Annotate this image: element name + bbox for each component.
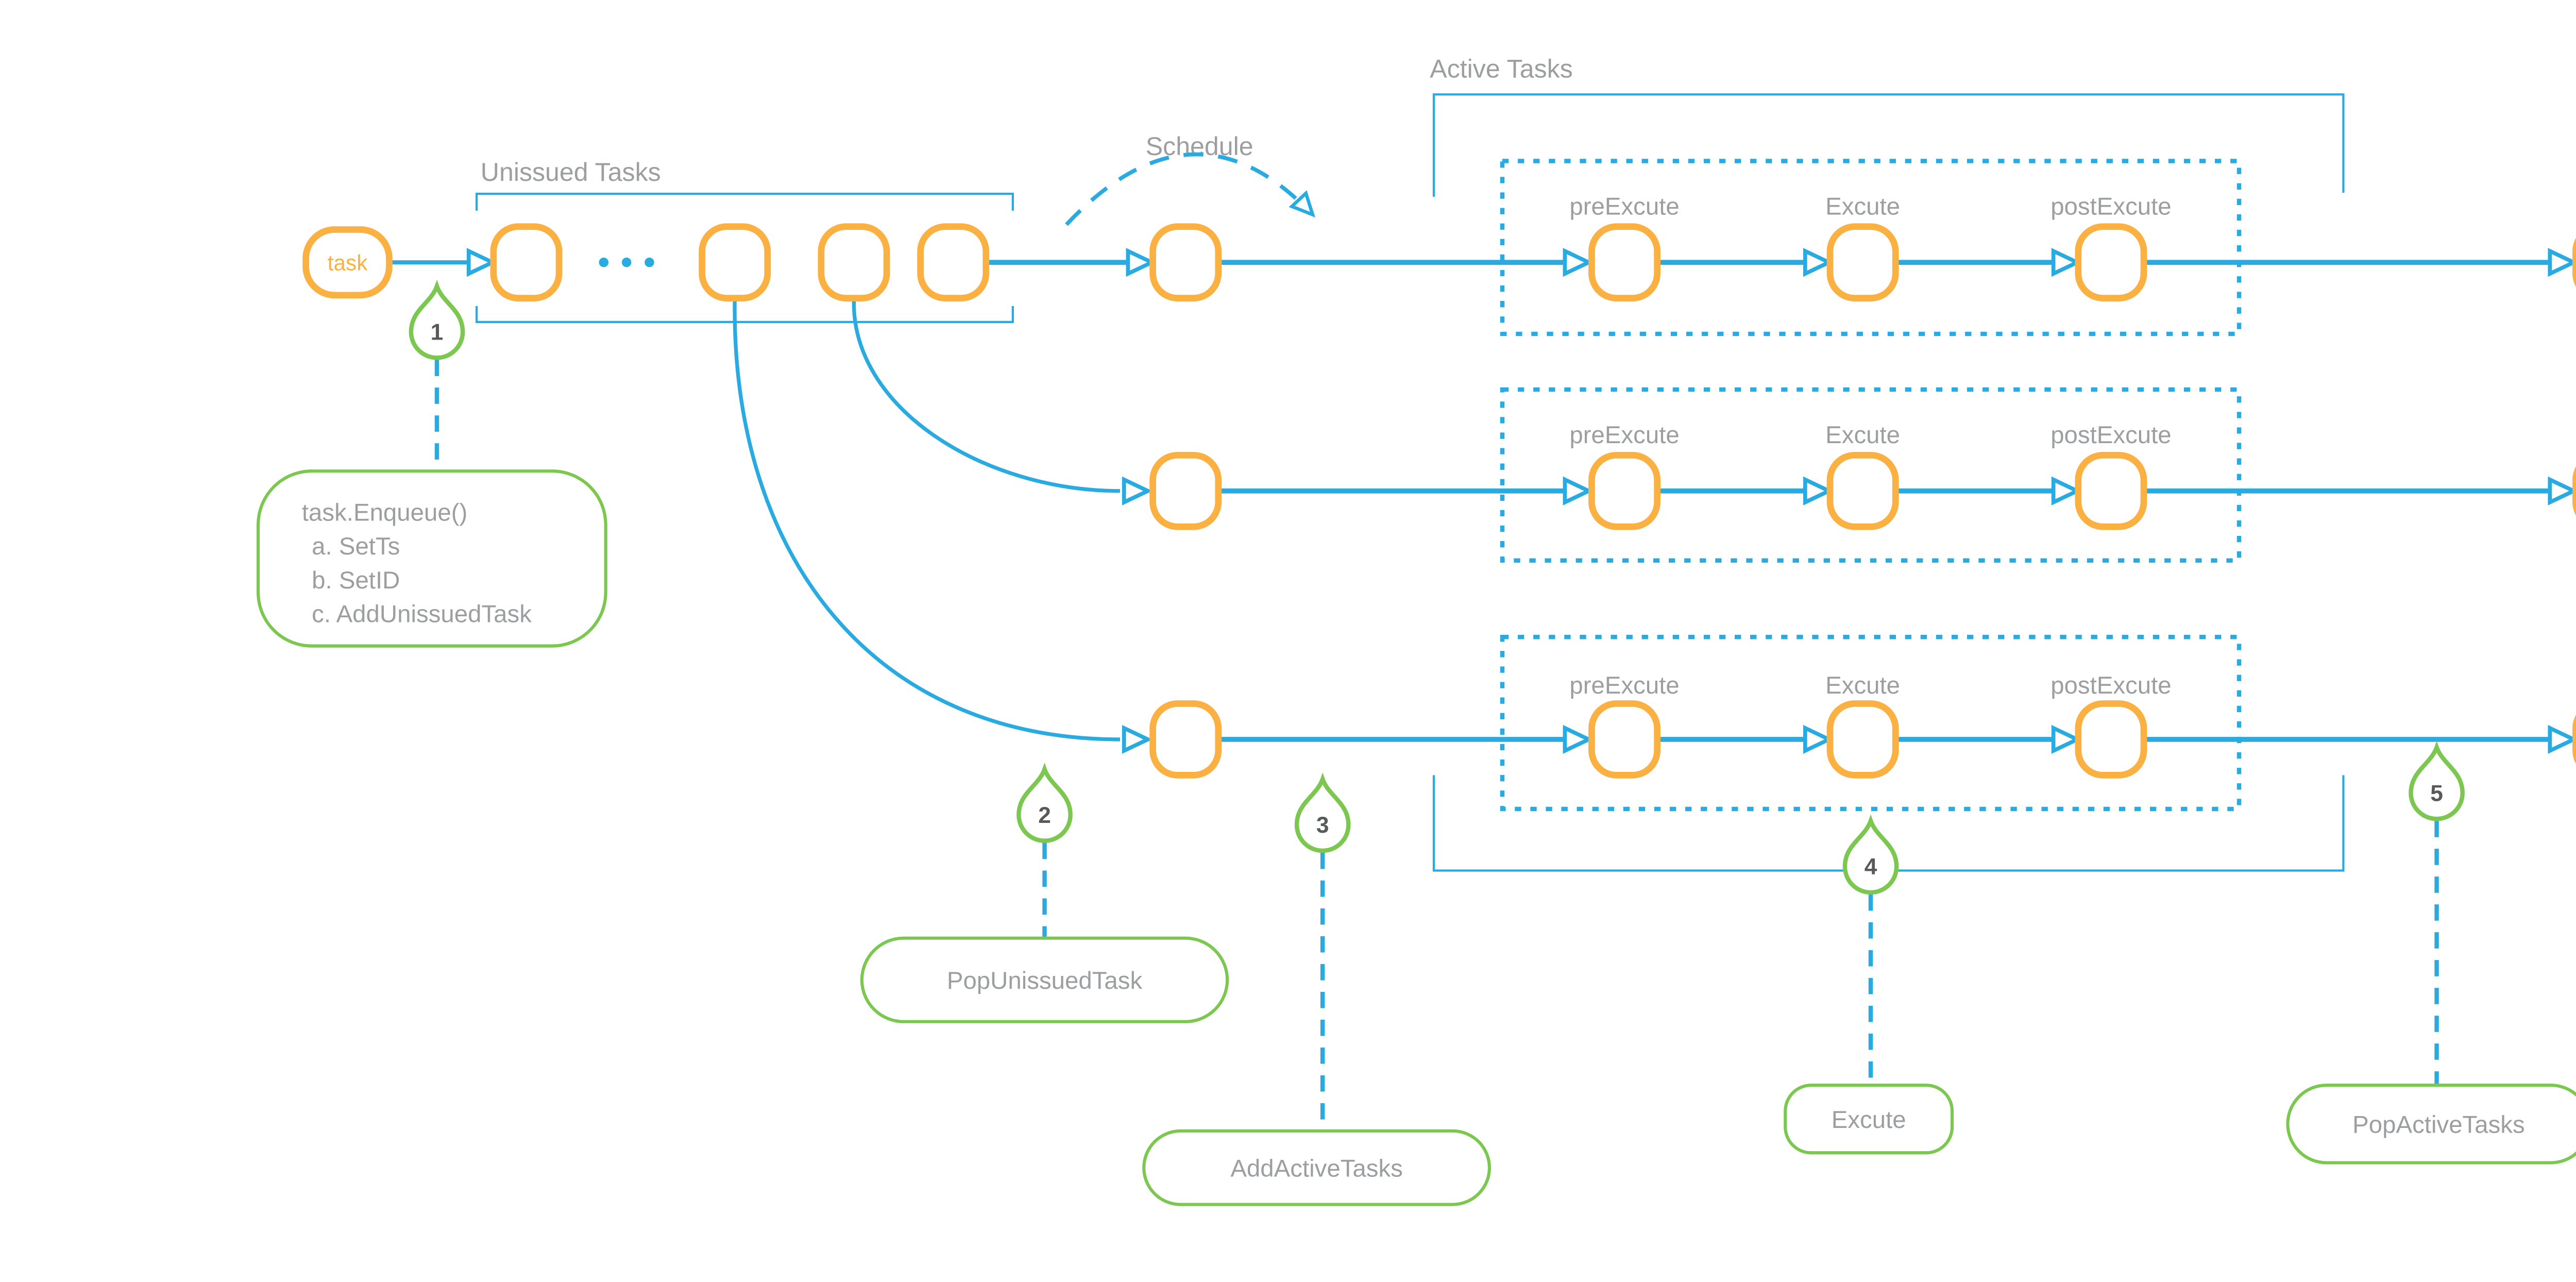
callout-add-active-tasks: AddActiveTasks xyxy=(1142,1129,1492,1206)
arrowhead xyxy=(2051,476,2082,505)
marker-1-number: 1 xyxy=(431,320,444,345)
marker-2-droplet: 2 xyxy=(1016,763,1073,843)
post-execute-node-row3 xyxy=(2075,700,2147,779)
arrowhead xyxy=(2051,724,2082,754)
arrowhead xyxy=(2548,724,2576,754)
schedule-node-row3 xyxy=(1149,700,1222,779)
arrowhead xyxy=(1563,724,1594,754)
callout-pop-active-tasks-label: PopActiveTasks xyxy=(2352,1111,2525,1139)
arrowhead xyxy=(1803,724,1834,754)
execute-node-row1 xyxy=(1826,223,1899,301)
arrowhead xyxy=(2548,476,2576,505)
pre-execute-node-row3 xyxy=(1588,700,1661,779)
curve-queue-to-schedule-row3 xyxy=(733,298,1120,741)
callout-execute: Excute xyxy=(1784,1084,1954,1155)
unissued-tasks-bracket-top xyxy=(475,192,1014,211)
marker-4-droplet: 4 xyxy=(1842,814,1899,895)
callout-pop-active-tasks: PopActiveTasks xyxy=(2286,1084,2576,1165)
queue-node-3 xyxy=(818,223,890,301)
queue-node-2 xyxy=(699,223,771,301)
queue-ellipsis xyxy=(599,257,654,267)
active-tasks-label: Active Tasks xyxy=(1430,54,1572,83)
callout-task-enqueue-line3: b. SetID xyxy=(312,567,400,594)
task-node xyxy=(302,226,393,299)
execute-label-row2: Excute xyxy=(1825,421,1900,449)
curve-queue-to-schedule-row2 xyxy=(852,298,1120,493)
marker-5-droplet: 5 xyxy=(2409,740,2465,821)
pre-execute-label-row2: preExcute xyxy=(1569,421,1679,449)
marker-5-number: 5 xyxy=(2430,781,2443,806)
post-execute-label-row1: postExcute xyxy=(2050,193,2171,221)
arrowhead xyxy=(1563,476,1594,505)
marker-4-number: 4 xyxy=(1865,854,1877,880)
post-execute-label-row2: postExcute xyxy=(2050,421,2171,449)
unissued-tasks-label: Unissued Tasks xyxy=(481,158,661,187)
arrowhead xyxy=(1122,476,1153,505)
schedule-node-row2 xyxy=(1149,451,1222,530)
arrowhead xyxy=(1803,476,1834,505)
post-execute-label-row3: postExcute xyxy=(2050,672,2171,699)
pre-execute-label-row1: preExcute xyxy=(1569,193,1679,221)
arrowhead xyxy=(1122,724,1153,754)
marker-2-number: 2 xyxy=(1038,803,1051,828)
queue-node-1 xyxy=(490,223,563,301)
arrowhead xyxy=(2548,248,2576,277)
execute-node-row2 xyxy=(1826,451,1899,530)
marker-1-droplet: 1 xyxy=(409,279,465,360)
marker-3-number: 3 xyxy=(1316,813,1329,838)
schedule-node-row1 xyxy=(1149,223,1222,301)
arrowhead xyxy=(1126,248,1157,277)
arrowhead xyxy=(466,248,497,277)
unissued-tasks-bracket-bottom xyxy=(475,306,1014,324)
execute-node-row3 xyxy=(1826,700,1899,779)
callout-task-enqueue-line1: task.Enqueue() xyxy=(302,499,467,527)
marker-3-droplet: 3 xyxy=(1294,772,1351,853)
arrowhead xyxy=(2051,248,2082,277)
post-execute-node-row1 xyxy=(2075,223,2147,301)
queue-node-4 xyxy=(917,223,990,301)
callout-task-enqueue-line2: a. SetTs xyxy=(312,533,400,560)
callout-task-enqueue-line4: c. AddUnissuedTask xyxy=(312,600,532,628)
execute-label-row1: Excute xyxy=(1825,193,1900,221)
callout-pop-unissued-task-label: PopUnissuedTask xyxy=(947,967,1143,994)
pre-execute-node-row1 xyxy=(1588,223,1661,301)
arrowhead xyxy=(1803,248,1834,277)
callout-add-active-tasks-label: AddActiveTasks xyxy=(1230,1155,1403,1183)
schedule-dashed-arc xyxy=(1065,152,1310,226)
task-node-label: task xyxy=(328,251,368,275)
post-execute-node-row2 xyxy=(2075,451,2147,530)
active-tasks-bracket-top xyxy=(1432,93,2345,197)
active-stage-box-row1 xyxy=(1500,159,2242,336)
callout-task-enqueue: task.Enqueue() a. SetTs b. SetID c. AddU… xyxy=(257,469,607,648)
pre-execute-label-row3: preExcute xyxy=(1569,672,1679,699)
pre-execute-node-row2 xyxy=(1588,451,1661,530)
active-stage-box-row2 xyxy=(1500,387,2242,563)
active-stage-box-row3 xyxy=(1500,635,2242,812)
callout-execute-label: Excute xyxy=(1832,1106,1906,1134)
callout-pop-unissued-task: PopUnissuedTask xyxy=(860,936,1229,1023)
execute-label-row3: Excute xyxy=(1825,672,1900,699)
arrowhead xyxy=(1563,248,1594,277)
schedule-arc-arrowhead xyxy=(1289,190,1316,218)
